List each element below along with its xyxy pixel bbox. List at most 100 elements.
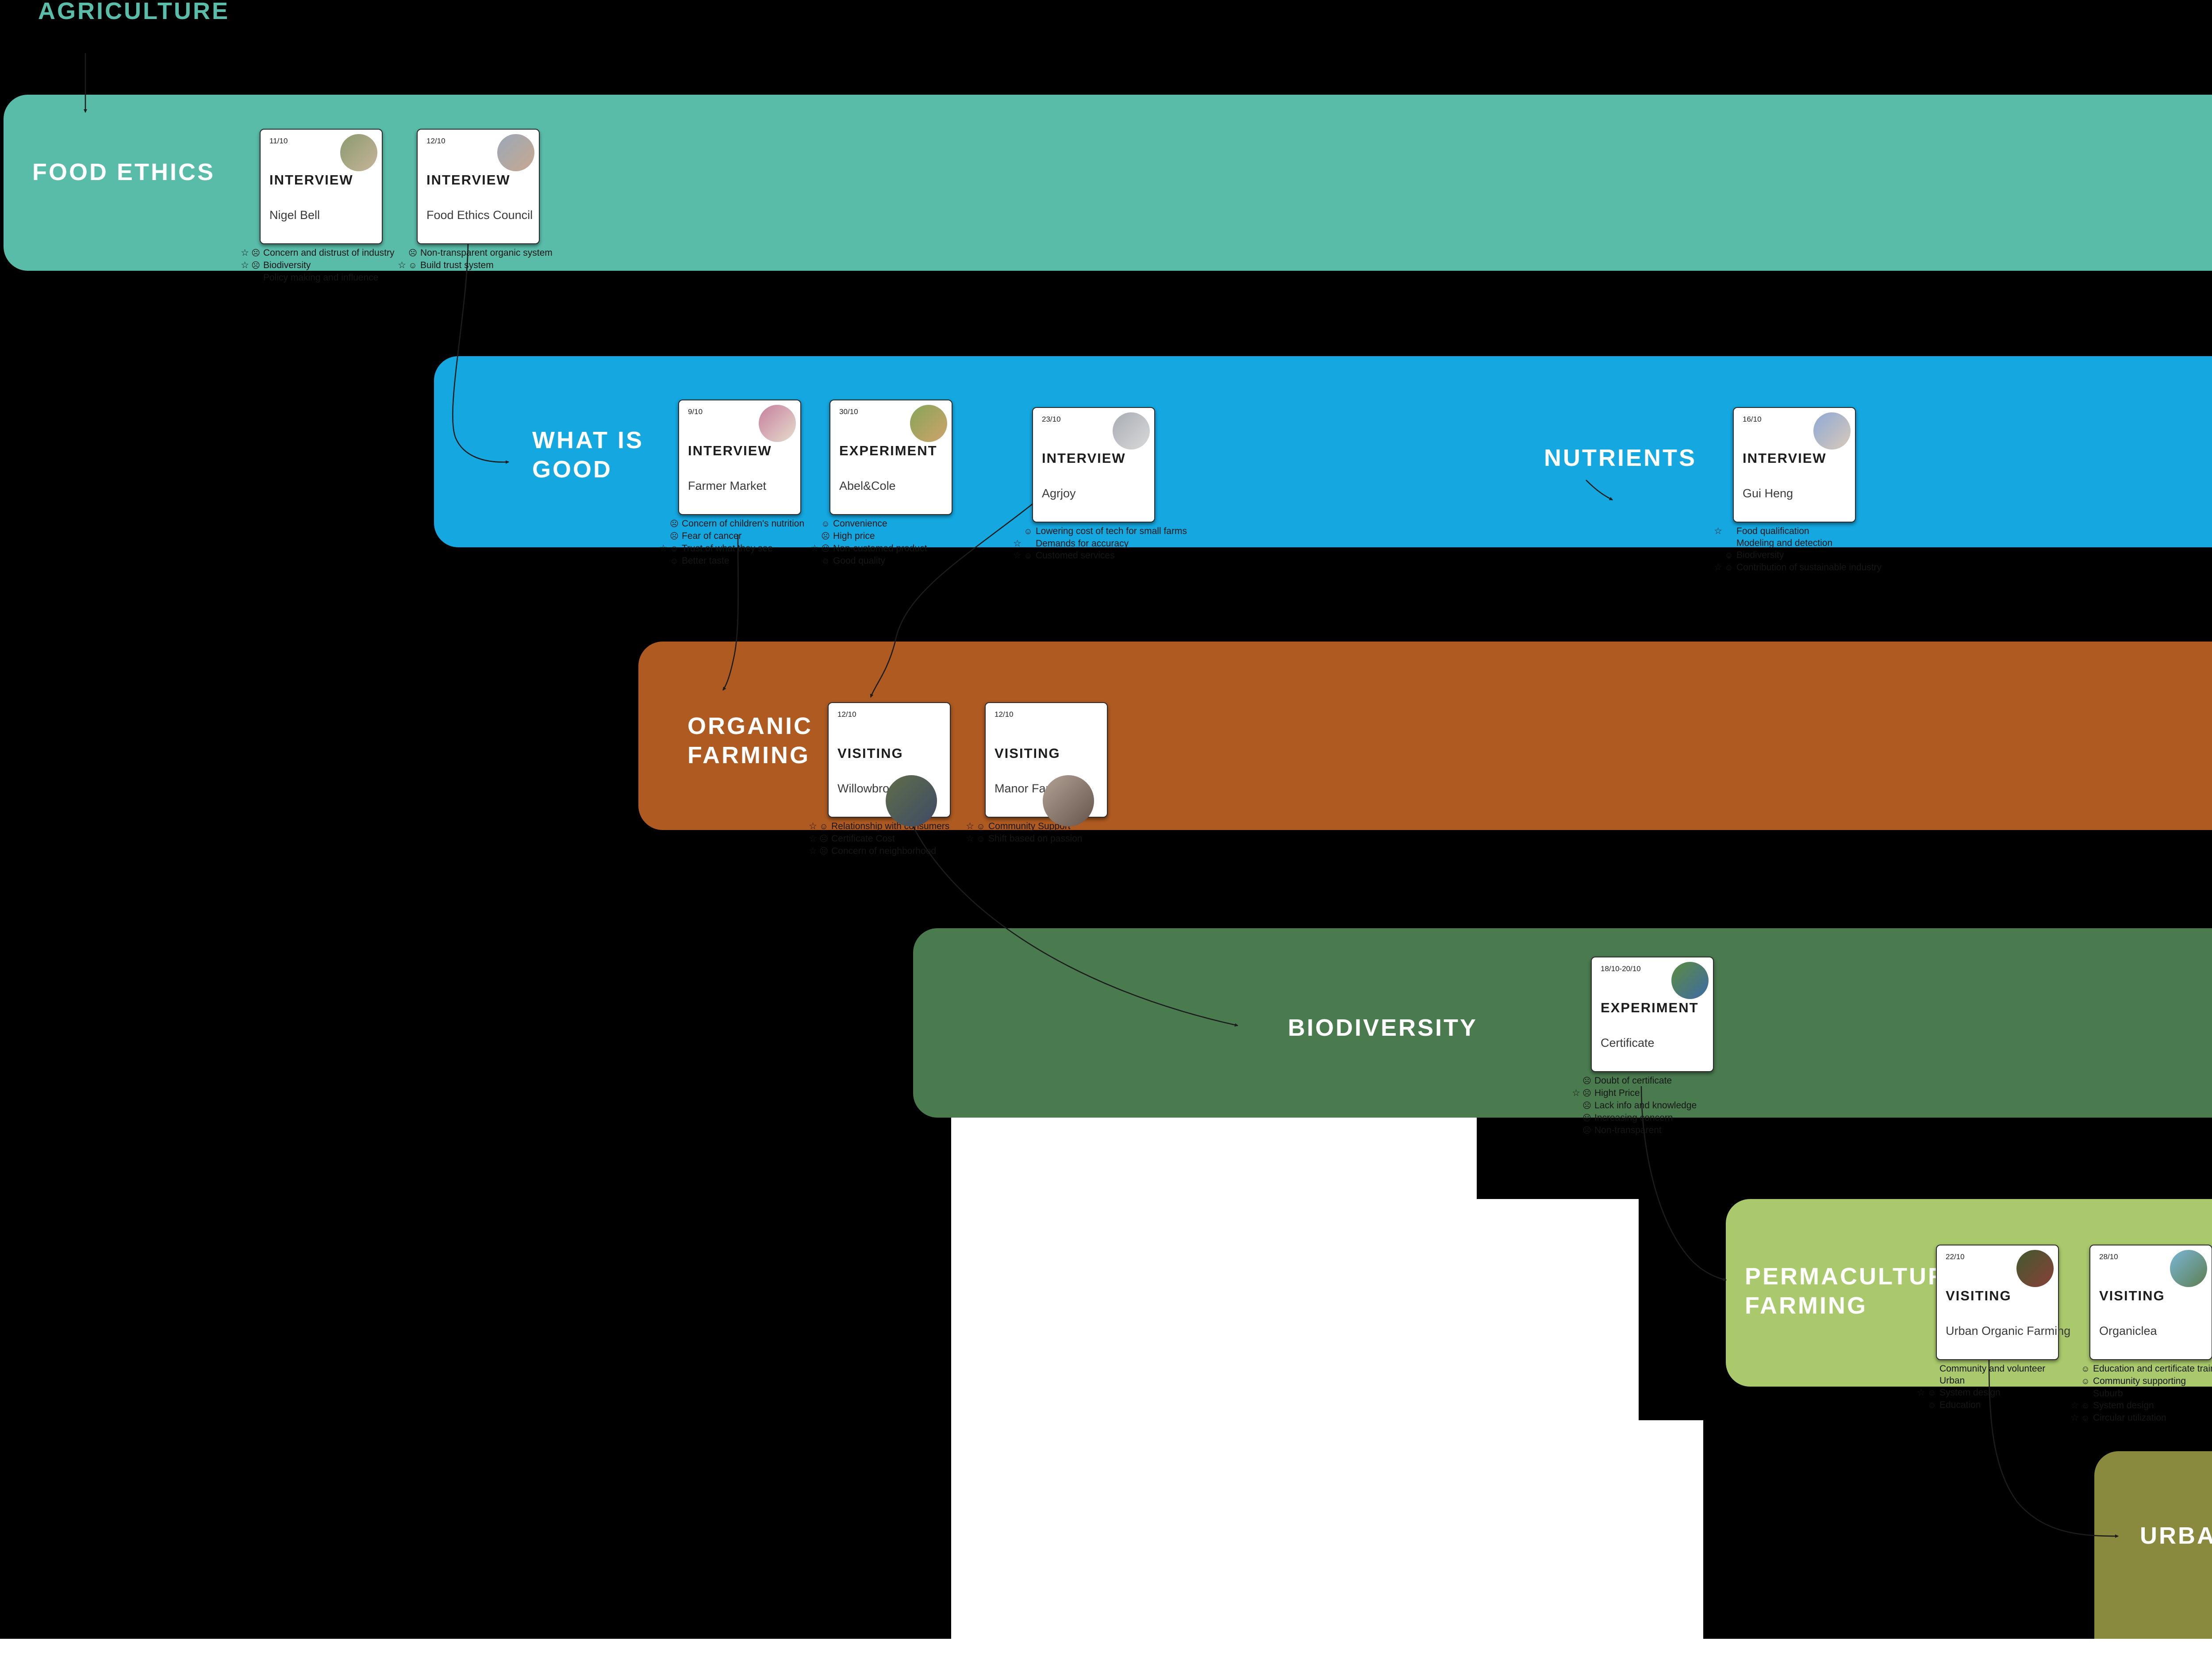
note-text: Urban	[1939, 1376, 1965, 1386]
happy-face-icon: ☺	[1724, 563, 1733, 573]
note-line: ☆☺System design	[2067, 1399, 2212, 1412]
happy-face-icon: ☺	[821, 557, 830, 566]
card-date: 16/10	[1743, 415, 1762, 423]
note-text: Lack info and knowledge	[1594, 1100, 1697, 1111]
card-notes: ☺Lowering cost of tech for small farms☆D…	[1010, 525, 1187, 562]
card-type-label: EXPERIMENT	[1601, 1000, 1699, 1015]
note-text: Fear of cancer	[682, 531, 742, 541]
card-date: 22/10	[1946, 1253, 1965, 1261]
card-date: 12/10	[995, 710, 1014, 719]
band-label-urban-farming: URBAN FARMING	[2140, 1521, 2212, 1550]
band-label-what-is-good-line: WHAT IS	[532, 427, 644, 454]
card-type-label: VISITING	[1946, 1288, 2012, 1303]
star-icon: ☆	[966, 821, 974, 831]
note-text: Education and certificate training	[2093, 1364, 2212, 1374]
card-name: Farmer Market	[688, 479, 767, 492]
note-line: ☺Education and certificate training	[2067, 1363, 2212, 1375]
band-label-food-ethics: FOOD ETHICS	[32, 158, 215, 187]
card-type-label: INTERVIEW	[1042, 450, 1126, 466]
avatar	[1043, 775, 1094, 826]
note-text: Biodiversity	[1736, 550, 1784, 560]
note-line: ☺Community supporting	[2067, 1375, 2212, 1387]
note-text: Customed services	[1036, 550, 1115, 561]
note-line: ☆☹Concern and distrust of industry	[238, 247, 394, 259]
note-text: Non-transparent organic system	[420, 248, 553, 258]
happy-face-icon: ☺	[821, 519, 830, 529]
note-line: ☆☺Build trust system	[395, 259, 553, 272]
sad-face-icon: ☹	[408, 249, 417, 258]
note-line: ☆☹Hight Price	[1569, 1087, 1697, 1099]
sad-face-icon: ☹	[821, 532, 830, 541]
agriculture-root-label: AGRICULTURE	[38, 0, 230, 24]
card-date: 12/10	[426, 137, 445, 145]
sad-face-icon: ☹	[251, 249, 260, 258]
band-label-permaculture-farming-line: PERMACULTURE	[1745, 1263, 1965, 1290]
note-line: ☆☹Biodiversity	[238, 259, 394, 272]
happy-face-icon: ☺	[2081, 1414, 2090, 1423]
avatar	[340, 134, 377, 171]
note-line: ☹Lack info and knowledge	[1569, 1099, 1697, 1112]
happy-face-icon: ☺	[1928, 1401, 1936, 1410]
band-label-urban-farming-line: URBAN FARMING	[2140, 1522, 2212, 1549]
card-name: Gui Heng	[1743, 487, 1793, 500]
card-notes: ☆☹Concern and distrust of industry☆☹Biod…	[238, 247, 394, 284]
sad-face-icon: ☹	[1582, 1101, 1591, 1111]
note-text: Education	[1939, 1400, 1981, 1410]
star-icon: ☆	[1013, 550, 1022, 561]
note-line: Modeling and detection	[1711, 537, 1882, 549]
note-text: System design	[2093, 1400, 2154, 1410]
card-type-label: INTERVIEW	[688, 443, 772, 458]
note-text: Contribution of sustainable industry	[1736, 562, 1882, 573]
card-notes: ☺Convenience☹High price☆☹Non-customed pr…	[807, 518, 927, 567]
card-type-label: INTERVIEW	[1743, 450, 1827, 466]
sublabel-what-is-good: NUTRIENTS	[1544, 443, 1697, 473]
star-icon: ☆	[2070, 1400, 2079, 1410]
star-icon: ☆	[398, 260, 406, 270]
star-icon: ☆	[659, 543, 668, 553]
note-line: ☺Lowering cost of tech for small farms	[1010, 525, 1187, 538]
note-line: ☹High price	[807, 530, 927, 542]
sad-face-icon: ☹	[819, 847, 828, 856]
note-text: Biodiversity	[263, 260, 311, 270]
note-text: Relationship with consumers	[831, 821, 950, 831]
star-icon: ☆	[809, 821, 817, 831]
happy-face-icon: ☺	[1724, 551, 1733, 560]
note-text: Convenience	[833, 519, 887, 529]
card-name: Certificate	[1601, 1036, 1655, 1049]
card-type-label: INTERVIEW	[426, 172, 511, 188]
star-icon: ☆	[809, 834, 817, 844]
happy-face-icon: ☺	[408, 261, 417, 270]
avatar	[497, 134, 534, 171]
happy-face-icon: ☺	[1928, 1388, 1936, 1398]
card-notes: ☹Concern of children's nutrition☹Fear of…	[656, 518, 804, 567]
note-line: ☺Better taste	[656, 555, 804, 567]
band-label-permaculture-farming-line: FARMING	[1745, 1292, 1867, 1319]
card-date: 28/10	[2099, 1253, 2118, 1261]
avatar	[910, 405, 947, 442]
star-icon: ☆	[1917, 1387, 1925, 1398]
card-date: 23/10	[1042, 415, 1061, 423]
note-text: Community and volunteer	[1939, 1364, 2046, 1374]
note-text: Build trust system	[420, 260, 494, 270]
card-date: 11/10	[269, 137, 288, 145]
note-text: Increasing concern	[1594, 1113, 1673, 1123]
note-line: ☆☺System design	[1914, 1387, 2045, 1399]
note-text: Doubt of certificate	[1594, 1076, 1672, 1086]
card-notes: ☆☺Relationship with consumers☆☹Certifica…	[806, 820, 949, 857]
happy-face-icon: ☺	[2081, 1377, 2090, 1386]
sad-face-icon: ☹	[819, 834, 828, 844]
